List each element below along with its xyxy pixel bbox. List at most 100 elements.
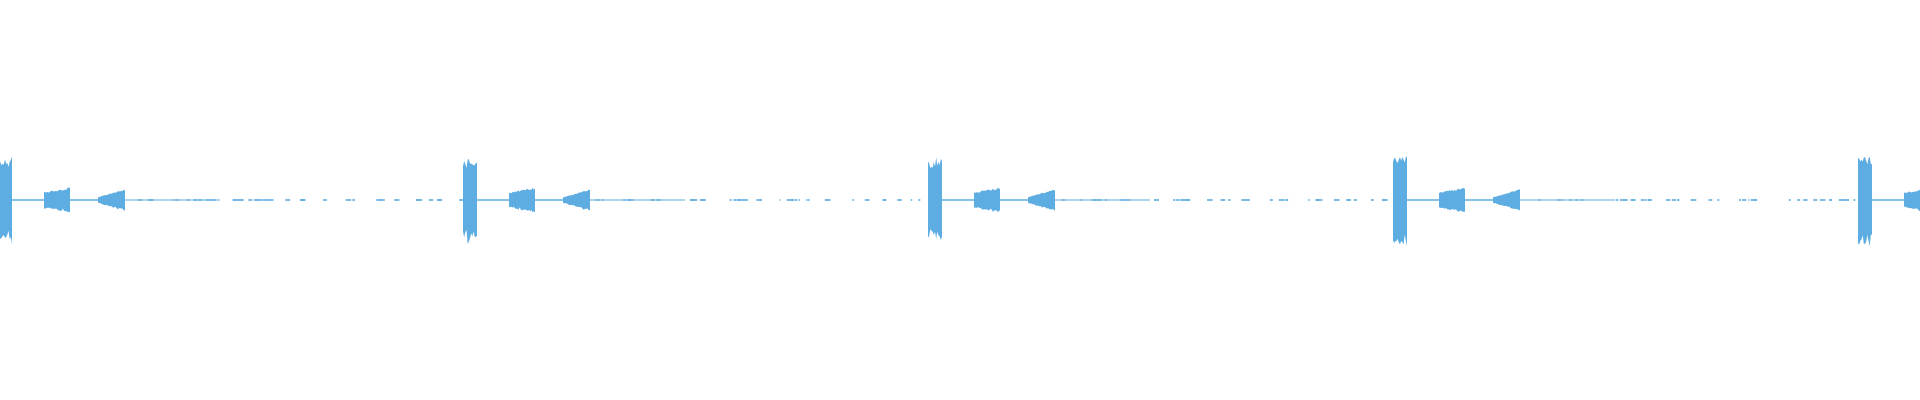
waveform-noise-dot	[1241, 199, 1245, 201]
waveform-noise-dot	[1557, 199, 1560, 201]
waveform-noise-dot	[1569, 199, 1573, 201]
waveform-noise-dot	[1175, 199, 1179, 201]
waveform-noise-dot	[1228, 199, 1231, 201]
waveform-noise-dot	[658, 199, 660, 201]
waveform-noise-dot	[1748, 199, 1750, 201]
waveform-noise-dot	[1347, 199, 1351, 201]
waveform-noise-dot	[627, 199, 634, 201]
waveform-noise-dot	[345, 199, 352, 201]
waveform-noise-dot	[1104, 199, 1107, 201]
waveform-spike-2	[928, 157, 942, 240]
waveform-noise-dot	[1179, 199, 1184, 201]
waveform-noise-dot	[248, 199, 253, 201]
waveform-noise-dot	[701, 199, 706, 201]
waveform-noise-dot	[1098, 199, 1103, 201]
waveform-noise-dot	[1278, 199, 1285, 201]
waveform-noise-dot	[394, 199, 400, 201]
waveform-burst-2-b	[1028, 190, 1055, 211]
waveform-noise-dot	[1320, 199, 1323, 201]
waveform-noise-dot	[428, 199, 434, 201]
waveform-noise-dot	[416, 199, 418, 201]
waveform-noise-dot	[1676, 199, 1680, 201]
waveform-noise-dot	[1308, 199, 1310, 201]
waveform-noise-dot	[1244, 199, 1250, 201]
waveform-noise-dot	[417, 199, 423, 201]
waveform-noise-dot	[1185, 199, 1189, 201]
waveform-noise-dot	[437, 199, 443, 201]
waveform-noise-dot	[729, 199, 732, 201]
waveform-noise-dot	[655, 199, 661, 201]
waveform-noise-dot	[137, 199, 143, 201]
waveform-noise-dot	[267, 199, 274, 201]
waveform-noise-dot	[376, 199, 382, 201]
waveform-noise-dot	[1094, 199, 1100, 201]
waveform-noise-dot	[1080, 199, 1083, 201]
waveform-noise-dot	[882, 199, 885, 201]
waveform-spike-0	[0, 156, 12, 244]
waveform-noise-dot	[238, 199, 243, 201]
waveform-noise-dot	[1665, 199, 1671, 201]
waveform-noise-dot	[1644, 199, 1647, 201]
waveform-noise-dot	[459, 199, 464, 201]
waveform-noise-dot	[910, 199, 913, 201]
waveform-burst-1-b	[563, 189, 590, 211]
waveform-noise-dot	[1285, 199, 1289, 201]
waveform-noise-dot	[1061, 199, 1066, 201]
waveform-burst-0-b	[98, 189, 125, 211]
waveform-noise-dot	[172, 199, 174, 201]
waveform-noise-dot	[1630, 199, 1635, 201]
waveform-noise-dot	[798, 199, 800, 201]
waveform-noise-dot	[626, 199, 631, 201]
waveform-noise-dot	[696, 199, 698, 201]
waveform-noise-dot	[897, 199, 902, 201]
waveform-noise-dot	[1619, 199, 1626, 201]
waveform-noise-dot	[1370, 199, 1374, 201]
waveform-bursts	[0, 156, 1920, 247]
waveform-noise-dot	[806, 199, 808, 201]
waveform-noise-dot	[1708, 199, 1713, 201]
waveform-noise-dot	[1647, 199, 1651, 201]
waveform-noise-dot	[1840, 199, 1846, 201]
waveform-noise-dot	[1623, 199, 1628, 201]
waveform-noise-dot	[691, 199, 697, 201]
waveform-noise-dot	[1122, 199, 1127, 201]
waveform-noise-dot	[1797, 199, 1801, 201]
waveform-noise-dot	[1119, 199, 1123, 201]
waveform-noise-dot	[756, 199, 762, 201]
waveform-spike-3	[1393, 156, 1407, 247]
waveform-burst-2-a	[974, 187, 1000, 212]
waveform-noise-dot	[253, 199, 258, 201]
waveform-noise-dot	[1316, 199, 1321, 201]
waveform-noise-dot	[256, 199, 263, 201]
waveform-noise-dot	[792, 199, 795, 201]
waveform-noise-dot	[207, 199, 213, 201]
waveform-burst-3-a	[1439, 188, 1465, 212]
waveform-noise-dot	[1819, 199, 1826, 201]
waveform-noise-dot	[1538, 199, 1541, 201]
waveform-noise-dot	[1739, 199, 1741, 201]
waveform-noise-dot	[1220, 199, 1225, 201]
waveform-noise-dot	[1338, 199, 1340, 201]
waveform-burst-4-a	[1904, 189, 1920, 212]
waveform-noise-dot	[1615, 199, 1619, 201]
waveform-noise-dot	[918, 199, 921, 201]
waveform-noise-dot	[1269, 199, 1273, 201]
waveform-noise-dot	[1182, 199, 1188, 201]
waveform-noise-dot	[236, 199, 240, 201]
waveform-noise-dot	[1382, 199, 1387, 201]
waveform-noise-dot	[147, 199, 154, 201]
waveform-noise-dot	[1129, 199, 1131, 201]
waveform-noise-dot	[736, 199, 741, 201]
waveform-noise-dot	[1813, 199, 1818, 201]
waveform-noise-dot	[1742, 199, 1747, 201]
waveform-noise-dot	[232, 199, 238, 201]
waveform-noise-dot	[197, 199, 203, 201]
waveform-noise-dot	[1640, 199, 1644, 201]
waveform-noise-dot	[1843, 199, 1850, 201]
waveform-noise-dot	[1207, 199, 1213, 201]
waveform-noise-dot	[323, 199, 327, 201]
waveform-spike-1	[463, 158, 477, 244]
waveform-noise-dot	[1803, 199, 1808, 201]
